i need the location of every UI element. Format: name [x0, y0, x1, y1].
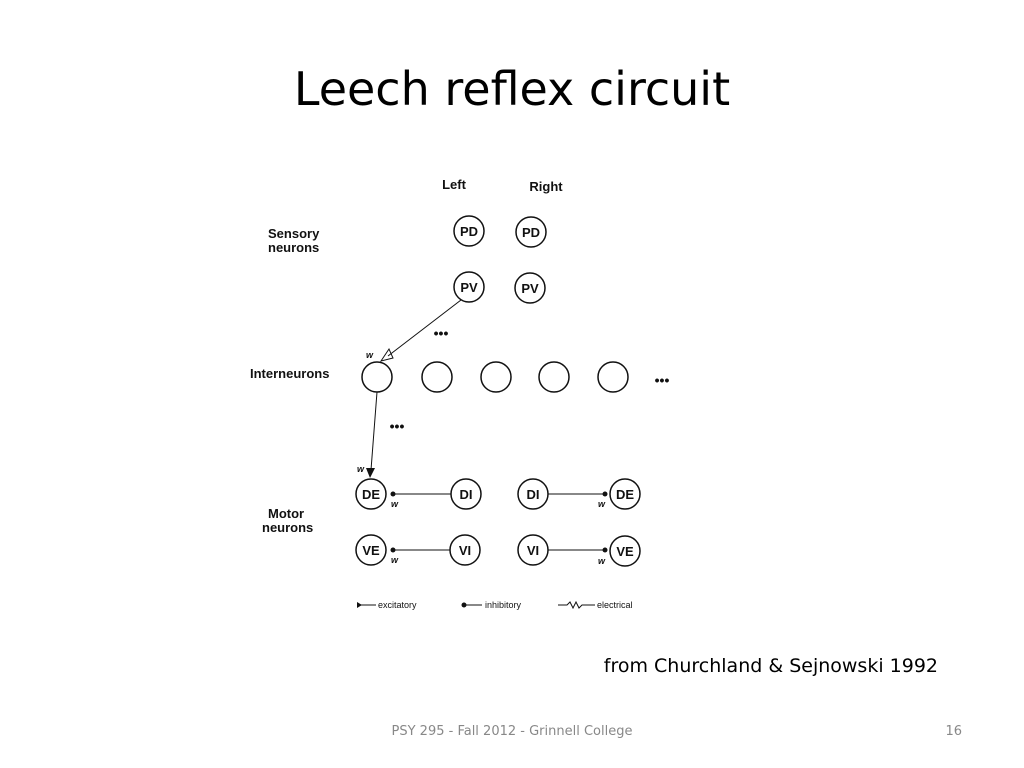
- weight-label: w: [357, 464, 365, 474]
- row-label-motor-1: Motor: [268, 506, 304, 521]
- row-label-interneurons: Interneurons: [250, 366, 329, 381]
- neuron-label: DI: [527, 487, 540, 502]
- excitatory-connection-interneuron-to-de: w: [357, 391, 378, 478]
- excitatory-arrow-icon: [357, 602, 362, 608]
- legend-excitatory-label: excitatory: [378, 600, 417, 610]
- excitatory-connection-pv-to-interneuron: w: [366, 299, 462, 362]
- interneuron-1: [361, 361, 393, 393]
- row-label-motor-2: neurons: [262, 520, 313, 535]
- motor-neuron-vi-right: VI: [517, 534, 549, 566]
- legend-inhibitory-label: inhibitory: [485, 600, 522, 610]
- interneuron-2: [421, 361, 453, 393]
- column-label-right: Right: [529, 179, 563, 194]
- sensory-neuron-pd-right: PD: [515, 216, 547, 248]
- legend-excitatory: excitatory: [357, 600, 417, 610]
- neuron-label: VE: [616, 544, 634, 559]
- column-label-left: Left: [442, 177, 467, 192]
- weight-label: w: [391, 499, 399, 509]
- slide-title: Leech reflex circuit: [293, 62, 731, 116]
- weight-label: w: [598, 556, 606, 566]
- motor-neuron-ve-right: VE: [609, 535, 641, 567]
- motor-neuron-ve-left: VE: [355, 534, 387, 566]
- interneuron-5: [597, 361, 629, 393]
- page-number: 16: [945, 724, 962, 739]
- sensory-neuron-pv-right: PV: [514, 272, 546, 304]
- neuron-label: PD: [522, 225, 540, 240]
- inhibitory-connection-vi-to-ve-left: w: [390, 547, 450, 565]
- ellipsis-sensory: •••: [434, 325, 449, 341]
- neuron-label: DI: [460, 487, 473, 502]
- legend-electrical-label: electrical: [597, 600, 633, 610]
- neuron-label: PV: [460, 280, 478, 295]
- legend-electrical: electrical: [558, 600, 633, 610]
- neuron-label: VE: [362, 543, 380, 558]
- legend: excitatory inhibitory electrical: [357, 600, 633, 610]
- inhibitory-connection-di-to-de-left: w: [390, 491, 451, 509]
- interneuron-4: [538, 361, 570, 393]
- motor-neuron-di-right: DI: [517, 478, 549, 510]
- neuron-label: PV: [521, 281, 539, 296]
- weight-label: w: [391, 555, 399, 565]
- motor-neuron-de-left: DE: [355, 478, 387, 510]
- weight-label: w: [598, 499, 606, 509]
- row-label-sensory-2: neurons: [268, 240, 319, 255]
- motor-neuron-di-left: DI: [450, 478, 482, 510]
- neuron-label: DE: [616, 487, 634, 502]
- sensory-neuron-pd-left: PD: [453, 215, 485, 247]
- row-label-sensory-1: Sensory: [268, 226, 320, 241]
- sensory-neuron-pv-left: PV: [453, 271, 485, 303]
- inhibitory-connection-di-to-de-right: w: [548, 491, 608, 509]
- neuron-label: DE: [362, 487, 380, 502]
- neuron-label: PD: [460, 224, 478, 239]
- motor-neuron-de-right: DE: [609, 478, 641, 510]
- neuron-label: VI: [459, 543, 471, 558]
- slide-footer: PSY 295 - Fall 2012 - Grinnell College: [391, 724, 633, 739]
- citation: from Churchland & Sejnowski 1992: [603, 655, 938, 677]
- motor-neuron-vi-left: VI: [449, 534, 481, 566]
- legend-inhibitory: inhibitory: [461, 600, 522, 610]
- ellipsis-motor: •••: [390, 418, 405, 434]
- electrical-zigzag-icon: [558, 600, 595, 610]
- inhibitory-connection-vi-to-ve-right: w: [548, 547, 608, 566]
- ellipsis-interneurons: •••: [655, 372, 670, 388]
- interneuron-3: [480, 361, 512, 393]
- neuron-label: VI: [527, 543, 539, 558]
- weight-label: w: [366, 350, 374, 360]
